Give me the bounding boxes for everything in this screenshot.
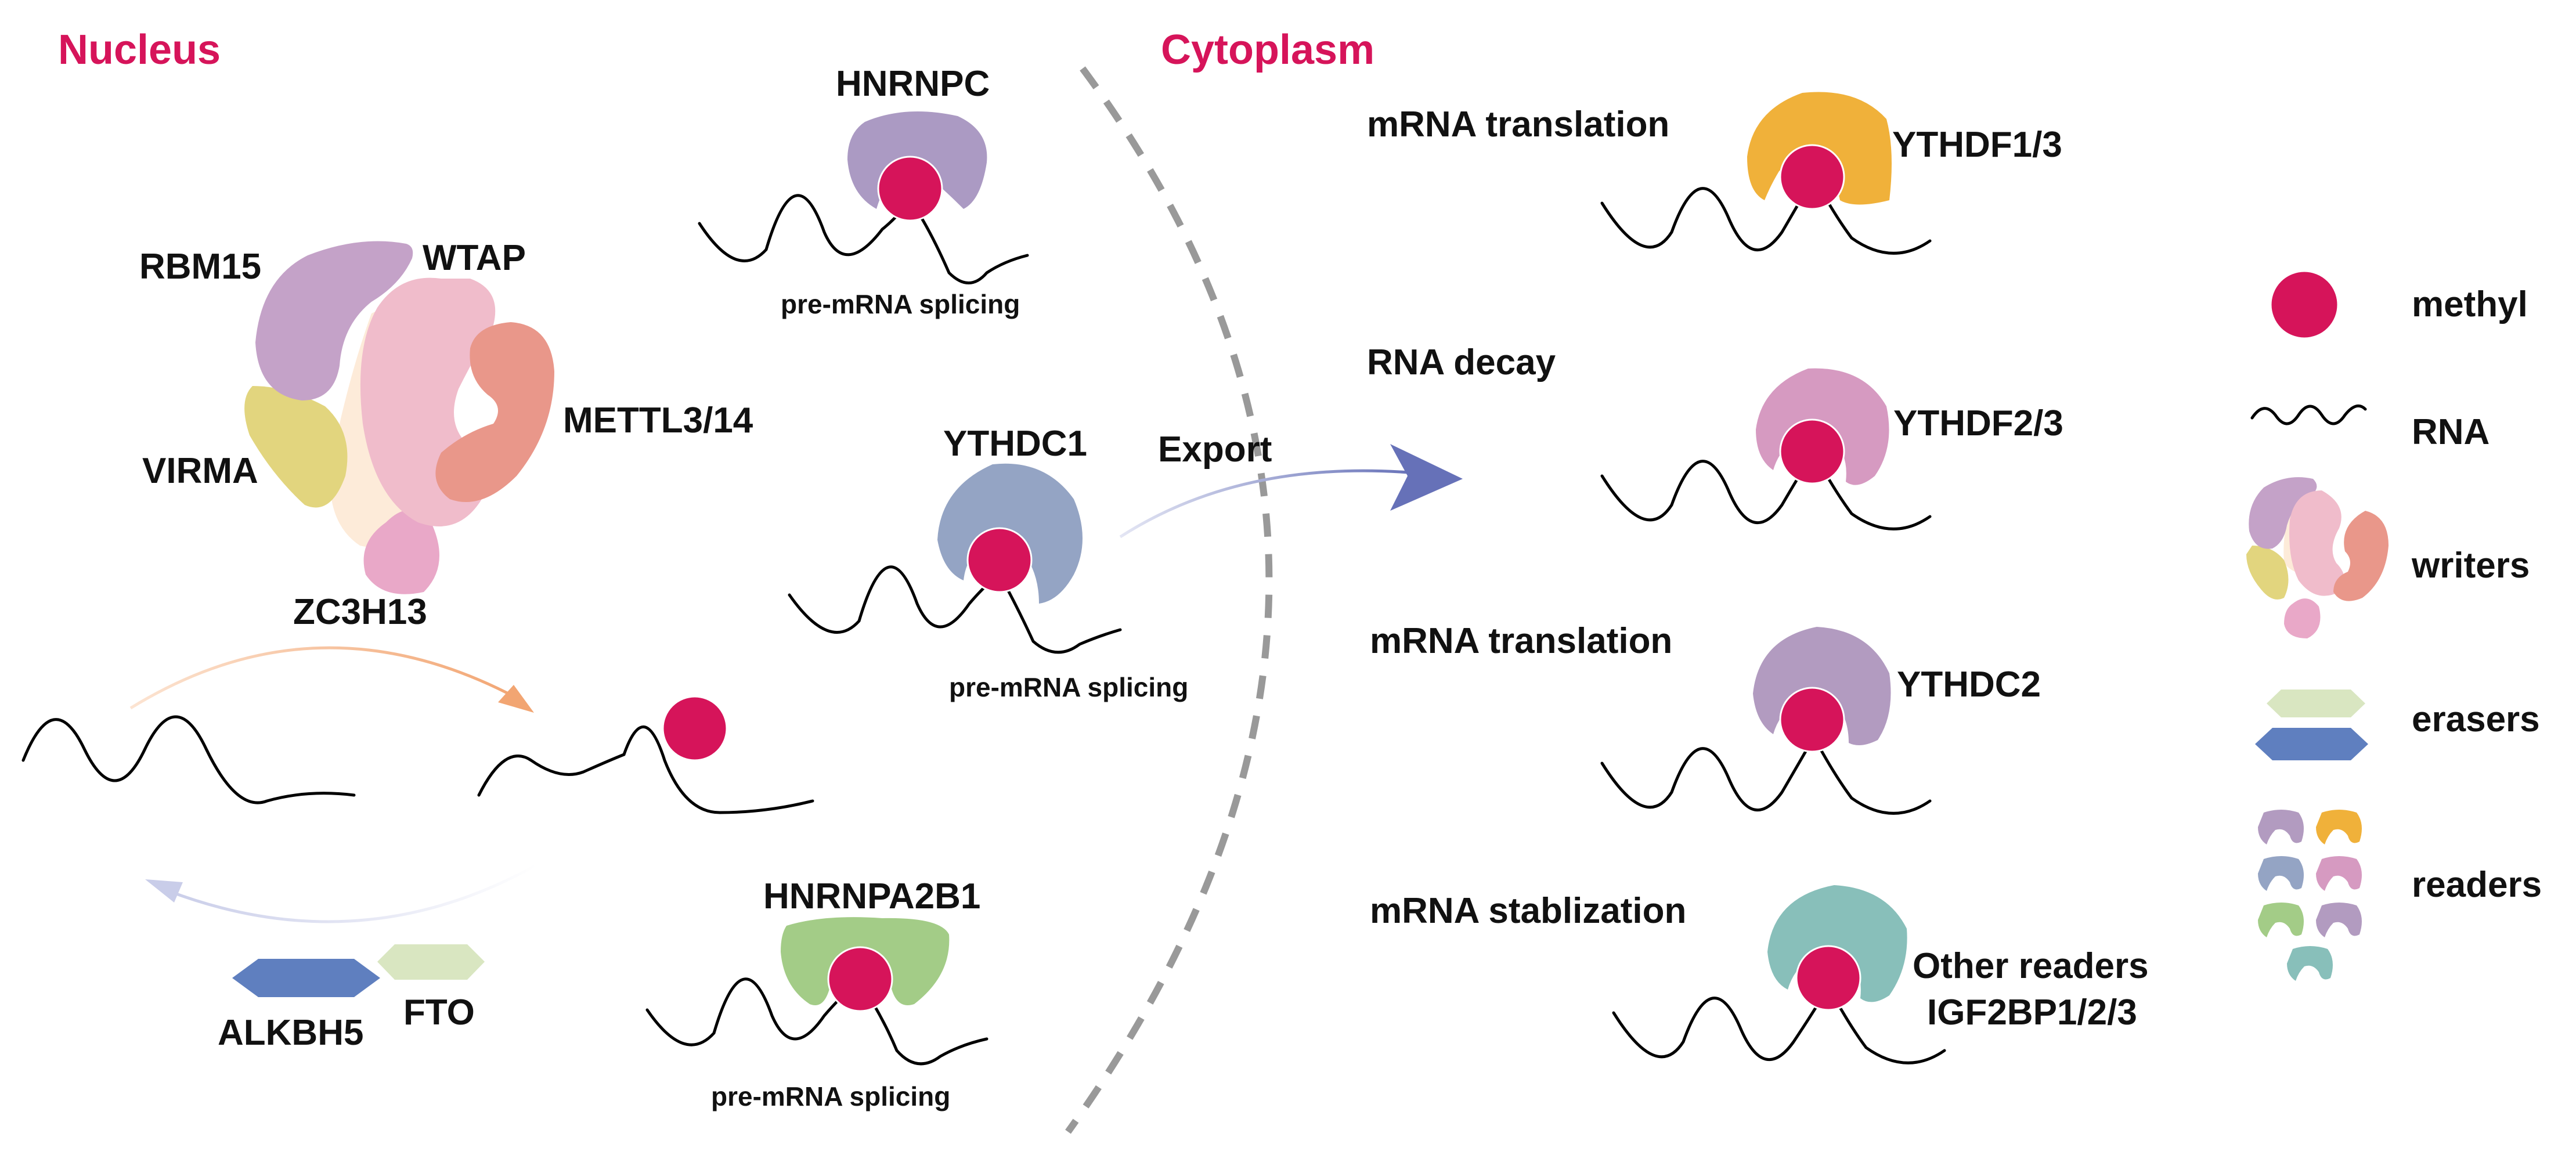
- legend-reader-teal: [2287, 946, 2333, 981]
- unmethylated-rna: [21, 715, 356, 804]
- ythdf13-rna: [1600, 174, 1932, 255]
- legend-erasers-label: erasers: [2412, 699, 2540, 739]
- methylated-rna: [477, 726, 814, 814]
- fto-shape: [377, 944, 485, 980]
- ythdc2-function: mRNA translation: [1370, 621, 1672, 661]
- legend-writers-rbm15: [2249, 477, 2317, 549]
- hnrnpa2b1-caption: pre-mRNA splicing: [711, 1081, 950, 1111]
- nuclear-membrane-divider: [1065, 66, 1273, 1134]
- other-readers-rna: [1612, 983, 1946, 1064]
- hnrnpc-label: HNRNPC: [836, 64, 990, 104]
- fto-label: FTO: [403, 992, 475, 1033]
- methylation-arrow: [129, 646, 521, 710]
- methylation-arrowhead: [498, 685, 534, 713]
- hnrnpc-caption: pre-mRNA splicing: [781, 289, 1020, 319]
- hnrnpa2b1-methyl: [827, 946, 893, 1012]
- rbm15-label: RBM15: [139, 247, 261, 287]
- export-arrow: [1119, 469, 1417, 539]
- ythdf23-function: RNA decay: [1367, 342, 1556, 382]
- hnrnpa2b1-rna: [645, 977, 988, 1066]
- ythdc1-caption: pre-mRNA splicing: [949, 672, 1188, 702]
- legend-eraser-alkbh5: [2255, 728, 2368, 760]
- legend-reader-green: [2258, 903, 2304, 937]
- zc3h13-label: ZC3H13: [293, 592, 427, 632]
- legend-reader-purple-2: [2316, 903, 2362, 937]
- other-readers-methyl: [1795, 945, 1861, 1011]
- export-label: Export: [1158, 429, 1272, 470]
- ythdc2-methyl: [1779, 687, 1845, 753]
- ythdc2-rna: [1600, 734, 1932, 815]
- mettl-shape: [435, 322, 554, 502]
- writer-complex: [244, 241, 554, 594]
- ythdf13-methyl: [1779, 144, 1845, 210]
- zc3h13-shape: [363, 510, 439, 594]
- legend-writers-mettl: [2333, 511, 2389, 601]
- virma-label: VIRMA: [142, 451, 258, 491]
- ythdc1-label: YTHDC1: [943, 424, 1087, 464]
- legend-readers-label: readers: [2412, 865, 2542, 905]
- ythdf13-function: mRNA translation: [1367, 104, 1669, 145]
- alkbh5-label: ALKBH5: [218, 1013, 363, 1053]
- mettl-label: METTL3/14: [563, 400, 753, 441]
- legend-methyl-label: methyl: [2412, 284, 2528, 324]
- legend: methyl RNA writers erasers readers: [2246, 270, 2542, 981]
- legend-rna-label: RNA: [2412, 412, 2490, 452]
- ythdc1-rna: [788, 565, 1122, 654]
- rbm15-shape: [255, 241, 413, 400]
- legend-rna-icon: [2250, 404, 2367, 425]
- ythdf13-label: YTHDF1/3: [1892, 125, 2062, 165]
- other-readers-reader: [1767, 885, 1907, 1002]
- ythdf23-label: YTHDF2/3: [1893, 403, 2063, 443]
- hnrnpc-rna: [698, 194, 1029, 284]
- legend-reader-blue: [2258, 856, 2304, 891]
- legend-writers-wtap: [2289, 490, 2344, 596]
- legend-writers-label: writers: [2411, 546, 2530, 586]
- legend-readers-icons: [2258, 810, 2362, 981]
- hnrnpc-methyl: [877, 156, 943, 222]
- alkbh5-shape: [232, 959, 380, 997]
- other-readers-function: mRNA stablization: [1370, 891, 1686, 931]
- ythdf23-methyl: [1779, 418, 1845, 485]
- ythdc2-label: YTHDC2: [1897, 665, 2041, 705]
- hnrnpa2b1-label: HNRNPA2B1: [763, 876, 980, 916]
- ythdf23-rna: [1600, 450, 1932, 530]
- legend-writers-zc3h13: [2284, 598, 2321, 638]
- ythdc2-reader: [1753, 627, 1891, 745]
- methyl-dot: [662, 695, 728, 761]
- demethylation-arrow: [168, 863, 538, 923]
- legend-eraser-fto: [2267, 690, 2365, 717]
- hnrnpa2b1-reader: [781, 917, 950, 1005]
- legend-reader-purple: [2258, 810, 2304, 844]
- cytoplasm-title: Cytoplasm: [1161, 27, 1374, 73]
- demethylation-arrowhead: [145, 879, 183, 903]
- export-arrowhead: [1390, 444, 1463, 511]
- wtap-label: WTAP: [423, 238, 526, 278]
- legend-writers-virma: [2246, 546, 2289, 600]
- virma-shape: [244, 386, 348, 508]
- legend-reader-pink: [2316, 856, 2362, 891]
- ythdc1-methyl: [966, 527, 1033, 593]
- legend-methyl-dot: [2270, 270, 2339, 340]
- nucleus-title: Nucleus: [58, 27, 221, 73]
- legend-reader-orange: [2316, 810, 2362, 844]
- other-readers-label-2: IGF2BP1/2/3: [1927, 992, 2137, 1033]
- other-readers-label: Other readers: [1913, 946, 2149, 986]
